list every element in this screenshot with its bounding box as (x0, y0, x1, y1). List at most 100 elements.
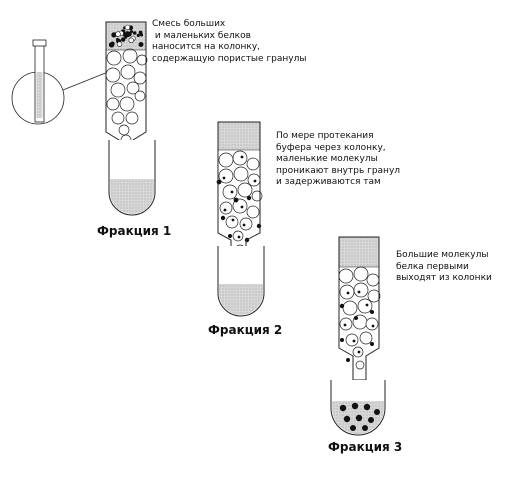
small-molecule-in-bead (237, 235, 241, 239)
collected-large-molecule (350, 425, 356, 431)
porous-bead (122, 48, 138, 64)
small-molecule-in-bead (357, 350, 361, 354)
porous-bead (247, 173, 261, 187)
collected-large-molecule (368, 417, 374, 423)
protein-molecule (132, 31, 137, 35)
caption-step-1: Смесь больших и маленьких белков наносит… (152, 19, 307, 64)
column-1 (105, 21, 156, 216)
porous-bead (353, 266, 369, 282)
caption-step-3: Большие молекулы белка первыми выходят и… (396, 250, 492, 283)
small-molecule-in-bead (346, 291, 350, 295)
porous-bead (339, 317, 353, 331)
small-molecule-in-bead (352, 339, 356, 343)
porous-bead (246, 205, 260, 219)
porous-bead (133, 71, 147, 85)
column-top-gel (339, 237, 379, 267)
porous-bead (219, 201, 233, 215)
small-molecule-in-bead (371, 324, 375, 328)
large-molecule (370, 342, 374, 346)
porous-bead (237, 182, 253, 198)
porous-bead (246, 157, 260, 171)
small-bead (116, 41, 123, 47)
large-molecule (246, 195, 252, 201)
small-molecule-in-bead (240, 155, 244, 159)
large-molecule (370, 310, 374, 314)
fraction-1-label: Фракция 1 (97, 224, 172, 238)
protein-molecule (138, 42, 144, 47)
collected-fraction (219, 284, 263, 315)
porous-bead (120, 64, 136, 80)
small-bead (124, 24, 131, 31)
porous-bead (126, 81, 140, 95)
porous-bead (232, 230, 244, 242)
mini-column-cap (32, 39, 47, 47)
small-molecule-in-bead (222, 176, 226, 180)
protein-molecule (110, 42, 115, 47)
collected-large-molecule (362, 425, 368, 431)
porous-bead (355, 360, 365, 370)
porous-bead (106, 50, 122, 66)
small-molecule-in-bead (231, 218, 235, 222)
large-molecule (216, 179, 222, 185)
fraction-3-label: Фракция 3 (328, 440, 403, 454)
porous-bead (111, 111, 125, 125)
magnifier-pointer (62, 71, 109, 91)
porous-bead (233, 166, 249, 182)
porous-bead (345, 333, 359, 347)
porous-bead (105, 67, 121, 83)
protein-molecule (121, 37, 126, 42)
porous-bead (118, 124, 130, 136)
small-molecule-in-bead (365, 303, 369, 307)
small-molecule-in-bead (240, 205, 244, 209)
fraction-2-label: Фракция 2 (208, 323, 283, 337)
small-molecule-in-bead (343, 323, 347, 327)
small-molecule-in-bead (253, 179, 257, 183)
small-molecule-in-bead (230, 190, 234, 194)
small-molecule-in-bead (357, 290, 361, 294)
porous-bead (342, 300, 358, 316)
collected-large-molecule (374, 409, 380, 415)
large-molecule (233, 197, 239, 203)
porous-bead (367, 289, 381, 303)
large-molecule (228, 234, 232, 238)
small-bead (115, 31, 121, 37)
porous-bead (239, 217, 253, 231)
column-top-gel (218, 122, 260, 150)
porous-bead (339, 284, 355, 300)
large-molecule (340, 338, 344, 342)
large-molecule (346, 358, 350, 362)
large-molecule (256, 223, 262, 229)
porous-bead (232, 150, 248, 166)
porous-bead (338, 268, 354, 284)
collected-fraction (110, 179, 154, 214)
collected-large-molecule (363, 403, 371, 411)
porous-bead (225, 215, 239, 229)
small-bead (128, 37, 134, 43)
porous-bead (136, 54, 148, 66)
column-3 (330, 236, 386, 436)
mini-column-packing (36, 72, 43, 118)
porous-bead (110, 82, 126, 98)
large-molecule (220, 215, 226, 221)
column-2 (216, 121, 265, 317)
porous-bead (232, 198, 248, 214)
caption-step-2: По мере протекания буфера через колонку,… (276, 131, 401, 187)
porous-bead (119, 96, 135, 112)
porous-bead (134, 90, 146, 102)
porous-bead (353, 282, 369, 298)
porous-bead (218, 152, 234, 168)
collected-large-molecule (351, 402, 359, 410)
protein-molecule (136, 33, 140, 38)
large-molecule (354, 316, 358, 320)
collected-large-molecule (339, 404, 347, 412)
protein-molecule (138, 30, 143, 35)
porous-bead (366, 273, 380, 287)
collected-large-molecule (343, 415, 351, 423)
large-molecule (339, 303, 345, 309)
small-molecule-in-bead (242, 223, 246, 227)
porous-bead (357, 298, 373, 314)
porous-bead (218, 168, 234, 184)
porous-bead (106, 97, 120, 111)
porous-bead (125, 111, 139, 125)
